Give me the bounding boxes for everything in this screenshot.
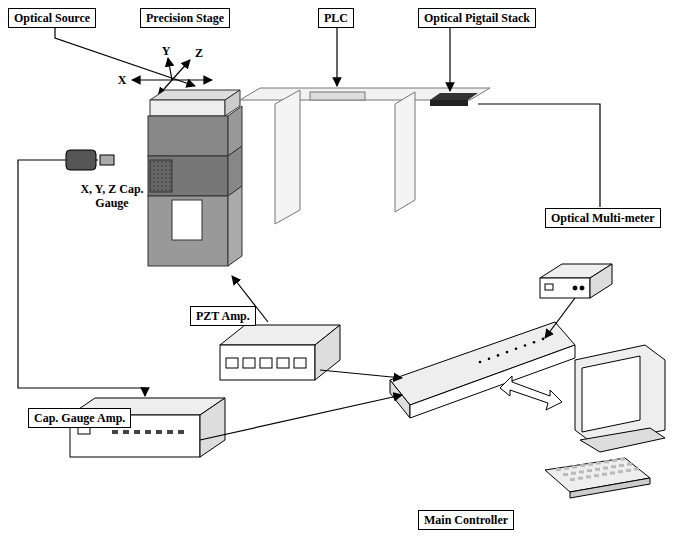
led [123,430,129,434]
key [610,472,615,475]
part-label: X, Y, Z Cap. Gauge [72,182,152,210]
led [488,357,491,360]
led [524,344,527,347]
label-box: Optical Multi-meter [545,208,661,228]
axis-label: Z [193,46,205,60]
key [563,473,568,476]
label-text: PZT Amp. [196,309,250,323]
label-box: Optical Pigtail Stack [418,8,536,28]
key [627,463,632,466]
axis-label: X [116,73,128,87]
optical-multimeter [540,264,612,298]
port [277,358,289,368]
led [145,430,151,434]
label-box: Precision Stage [140,8,230,28]
signal-lines [18,27,600,440]
axis-label: Y [160,44,172,58]
key [619,464,624,467]
key [578,477,583,480]
label-text: Precision Stage [146,11,224,25]
key [570,478,575,481]
key [595,468,600,471]
label-text: Optical Source [14,11,90,25]
key [579,470,584,473]
label-text: Cap. Gauge Amp. [34,411,125,425]
led [156,430,162,434]
led [542,338,545,341]
port [226,358,238,368]
key [611,465,616,468]
main-controller [390,322,575,418]
led [497,354,500,357]
key [572,465,577,468]
port [294,358,306,368]
key [626,469,631,472]
led [178,430,184,434]
key [612,459,617,462]
label-box: Main Controller [418,510,514,530]
key [603,467,608,470]
led [479,361,482,364]
label-text: Optical Multi-meter [551,211,655,225]
port [243,358,255,368]
label-box: Optical Source [8,8,96,28]
key [596,462,601,465]
key [587,469,592,472]
label-box: Cap. Gauge Amp. [28,408,131,428]
led [515,348,518,351]
amp-leds [112,430,184,434]
key [634,468,639,471]
label-text: Optical Pigtail Stack [424,11,530,25]
key [571,472,576,475]
label-text: Main Controller [424,513,508,527]
key [580,464,585,467]
key [564,467,569,470]
pzt-ports [226,358,306,368]
label-box: PLC [318,8,354,28]
data-link-arrow [500,376,562,410]
precision-stage [148,90,242,266]
key [594,474,599,477]
key [618,470,623,473]
plc-waveguide [240,88,490,224]
label-box: PZT Amp. [190,306,256,326]
key [586,475,591,478]
keyboard-keys [556,458,639,481]
key [620,458,625,461]
key [556,468,561,471]
key [588,463,593,466]
computer [545,345,665,498]
cap-gauge [66,150,114,170]
key [602,473,607,476]
led [506,351,509,354]
led [167,430,173,434]
led [134,430,140,434]
led [533,341,536,344]
pzt-amplifier [220,325,340,380]
optical-pigtail-stack [430,93,478,106]
label-text: PLC [324,11,348,25]
led [112,430,118,434]
key [604,460,609,463]
port [260,358,272,368]
controller-leds [479,338,545,364]
